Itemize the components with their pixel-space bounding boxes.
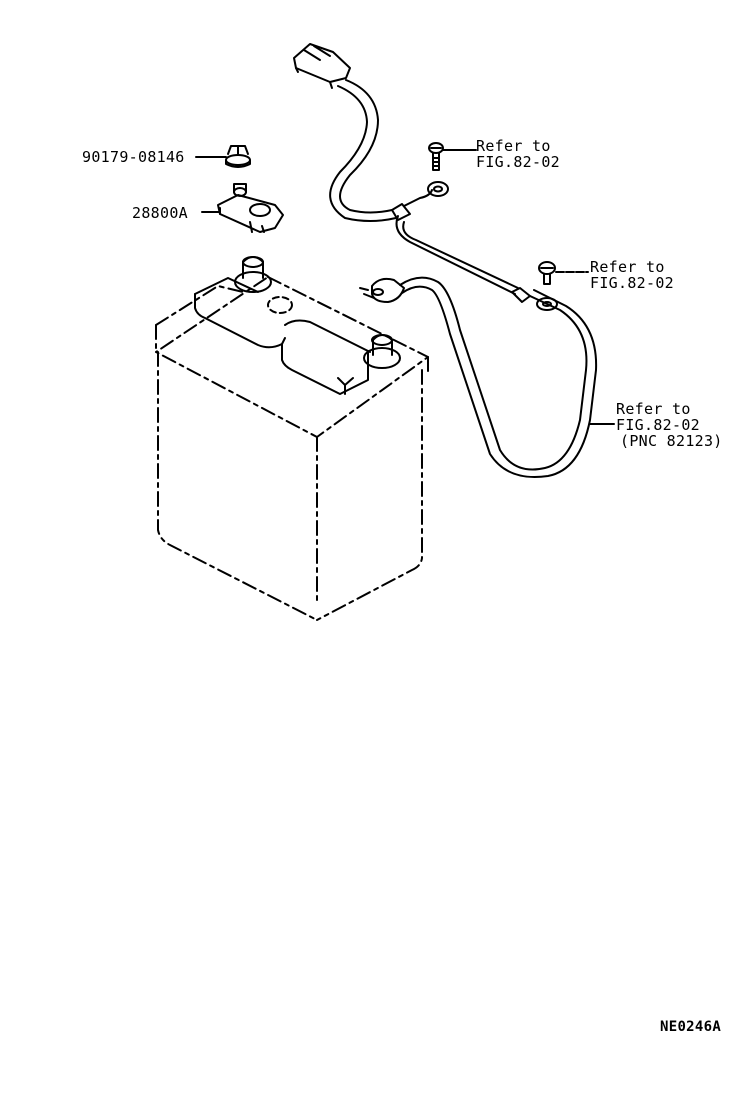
ring-terminal-upper [427, 181, 449, 197]
bolt-icon-upper [428, 142, 444, 171]
nut-icon [225, 145, 251, 168]
refer-fig-link-bolt-right[interactable]: FIG.82-02 [590, 274, 674, 292]
battery-icon [155, 276, 429, 621]
battery-cable-loop [399, 276, 598, 478]
pnc-label-cable: (PNC 82123) [620, 432, 723, 450]
cable-upper [329, 79, 433, 222]
terminal-clamp-icon [217, 183, 284, 233]
battery-terminal-post-negative [234, 256, 272, 293]
battery-top-panels [194, 277, 371, 395]
part-number-nut[interactable]: 90179-08146 [82, 148, 185, 166]
bolt-icon-right [538, 261, 556, 285]
part-number-terminal-clamp[interactable]: 28800A [132, 204, 188, 222]
refer-label-bolt-right: Refer to [590, 258, 665, 276]
refer-label-bolt-upper: Refer to [476, 137, 551, 155]
ring-terminal-right [536, 297, 558, 311]
cable-middle [395, 215, 531, 303]
cable-terminal-clamp [359, 277, 405, 303]
illustration-code: NE0246A [660, 1019, 722, 1035]
cable-harness-connector [293, 43, 351, 89]
refer-label-cable: Refer to [616, 400, 691, 418]
refer-fig-link-bolt-upper[interactable]: FIG.82-02 [476, 153, 560, 171]
refer-fig-link-cable[interactable]: FIG.82-02 [616, 416, 700, 434]
battery-terminal-post-positive [363, 334, 401, 369]
